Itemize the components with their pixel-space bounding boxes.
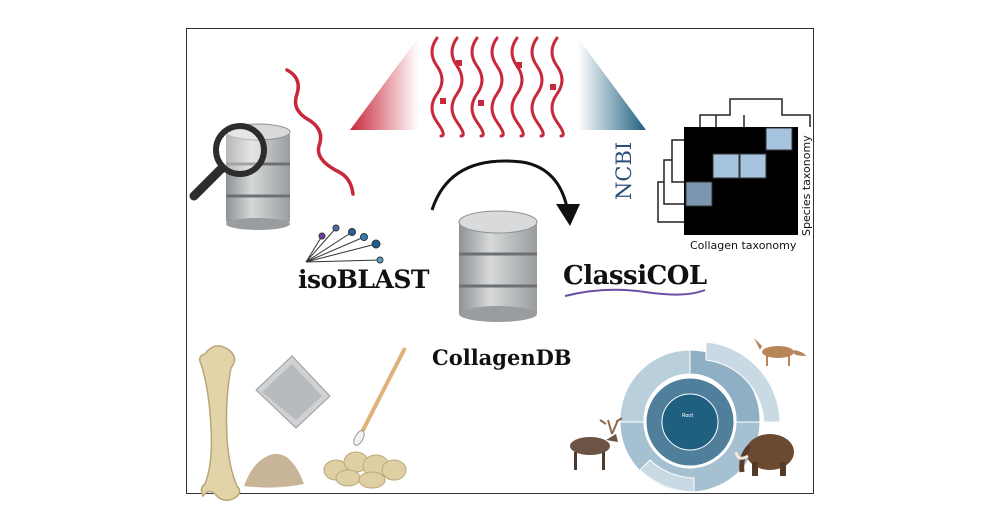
single-collagen-strand-icon xyxy=(285,68,355,196)
fox-icon xyxy=(754,338,806,366)
strand-markers xyxy=(440,60,556,106)
swab-icon xyxy=(353,347,407,446)
dendrogram-heatmap-icon xyxy=(657,98,811,235)
sunburst-root-label: Root xyxy=(682,413,694,419)
blue-gradient-triangle xyxy=(578,38,646,130)
isoblast-label: isoBLAST xyxy=(298,265,430,294)
magnifier-database-icon xyxy=(189,123,291,230)
classicol-underline xyxy=(564,288,706,297)
isoblast-logo-pins xyxy=(305,224,384,264)
sunburst-chart-icon xyxy=(619,341,781,493)
bone-fragments-icon xyxy=(323,451,407,489)
bone-icon xyxy=(198,345,241,501)
collagen-strands-icon xyxy=(430,36,565,138)
powder-pile-icon xyxy=(244,453,304,488)
collagen-taxonomy-label: Collagen taxonomy xyxy=(690,239,797,252)
reindeer-icon xyxy=(570,417,623,470)
red-gradient-triangle xyxy=(350,38,418,130)
curved-arrow-icon xyxy=(430,159,580,226)
ncbi-label: NCBI xyxy=(612,141,636,200)
sample-bag-icon xyxy=(255,355,331,429)
collagendb-database-icon xyxy=(458,210,538,322)
mammoth-icon xyxy=(734,434,794,476)
species-taxonomy-label: Species taxonomy xyxy=(800,135,813,236)
collagendb-label: CollagenDB xyxy=(432,345,572,370)
classicol-label: ClassiCOL xyxy=(563,261,707,291)
